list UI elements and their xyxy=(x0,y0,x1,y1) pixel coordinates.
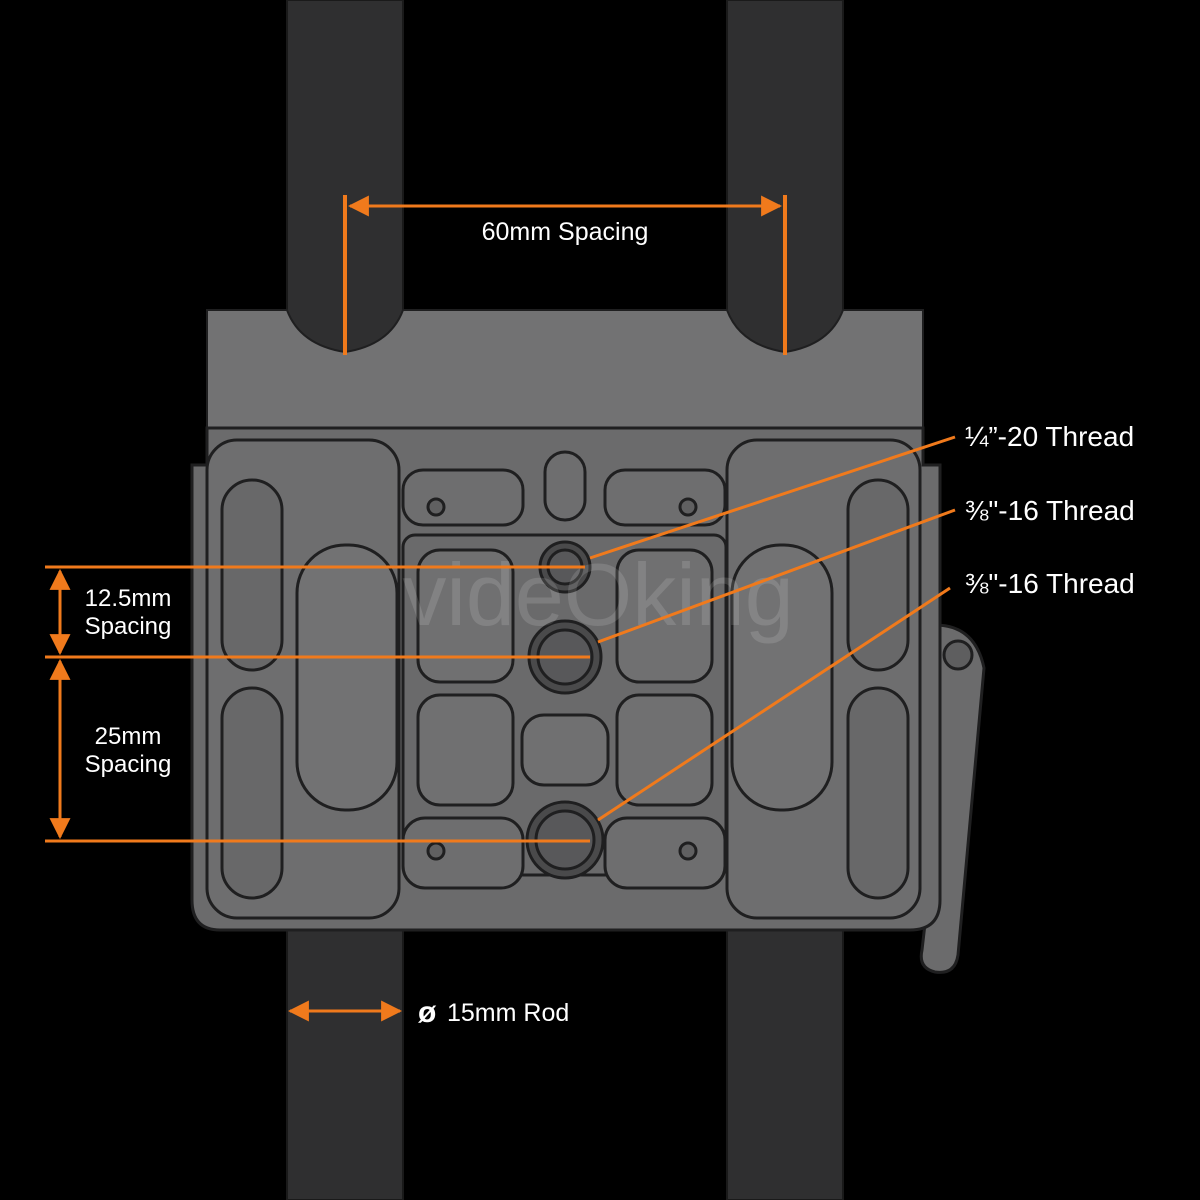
spacing-large-label-line1: 25mm xyxy=(95,723,162,750)
slot xyxy=(603,816,727,890)
thread-middle-label: ⅜"-16 Thread xyxy=(965,495,1135,526)
slot xyxy=(846,686,910,900)
rod-spacing-label: 60mm Spacing xyxy=(482,218,649,246)
spacing-large-label-line2: Spacing xyxy=(85,751,172,778)
slot xyxy=(220,478,284,672)
slot xyxy=(401,468,525,527)
watermark: videOking xyxy=(402,545,793,644)
spacing-small-label-line1: 12.5mm xyxy=(85,585,172,612)
thread-bottom-label: ⅜"-16 Thread xyxy=(965,568,1135,599)
spacing-small-label-line2: Spacing xyxy=(85,613,172,640)
clamp-top-block xyxy=(206,309,924,429)
leader-thread-top xyxy=(589,435,956,560)
slot xyxy=(220,686,284,900)
slot xyxy=(401,816,525,890)
slot xyxy=(416,693,515,807)
leader-thread-middle xyxy=(597,508,956,644)
screw-hole xyxy=(426,497,446,517)
slot xyxy=(730,543,834,812)
slot xyxy=(615,693,714,807)
slot xyxy=(846,478,910,672)
slot xyxy=(603,468,727,527)
thread-top-label: ¼”-20 Thread xyxy=(965,421,1134,452)
annotations xyxy=(45,195,956,1022)
mounting-plate xyxy=(190,426,942,932)
screw-hole xyxy=(678,497,698,517)
leader-thread-bottom xyxy=(597,586,951,822)
lever-pivot xyxy=(942,639,974,671)
slot xyxy=(543,450,587,522)
slot xyxy=(520,713,610,787)
slot xyxy=(416,548,515,684)
rod-diameter-symbol: ø xyxy=(418,996,437,1029)
rod-diameter-label: 15mm Rod xyxy=(447,999,569,1027)
screw-hole xyxy=(678,841,698,861)
screw-hole xyxy=(426,841,446,861)
slot xyxy=(295,543,399,812)
